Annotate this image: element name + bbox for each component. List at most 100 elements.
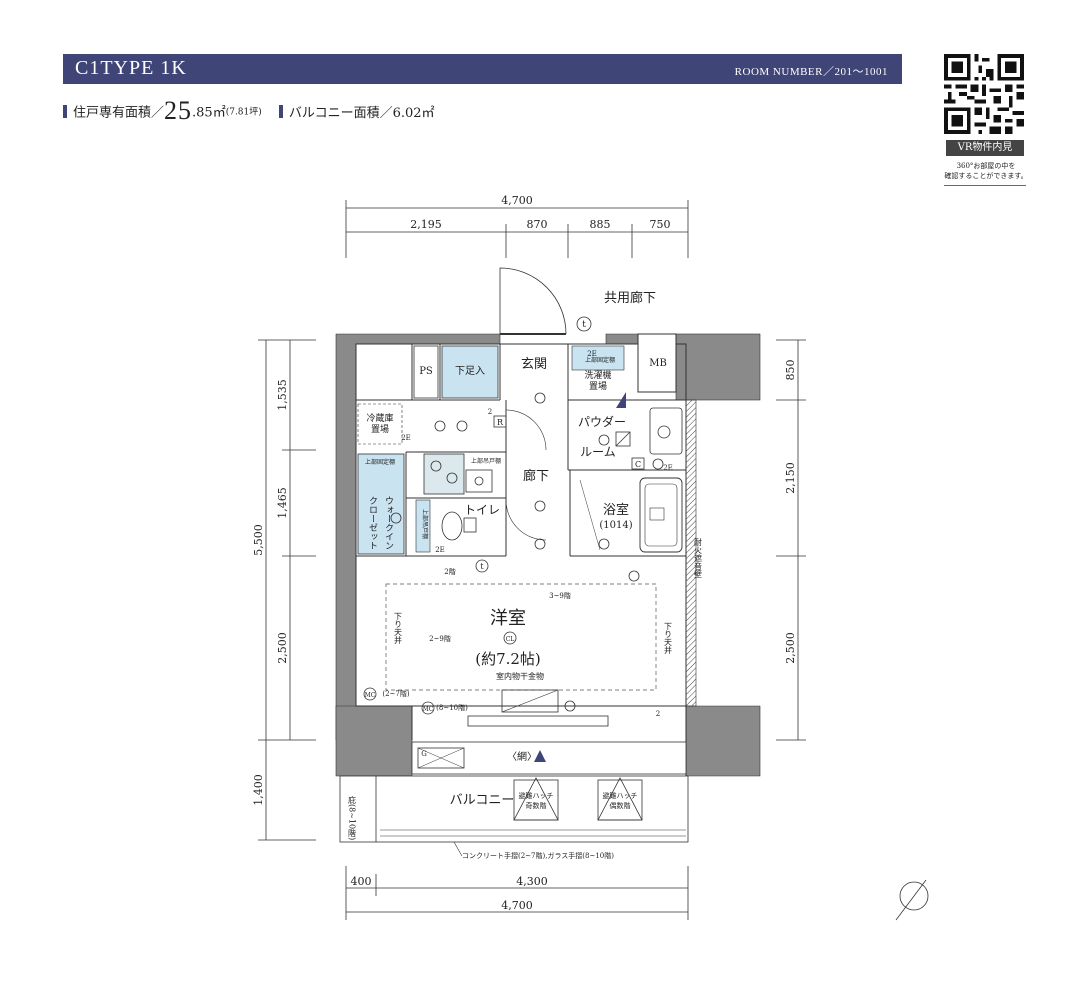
stove-burner-icon [446, 472, 458, 484]
thermostat-icon [475, 559, 489, 573]
private-area-tsubo: (7.81坪) [225, 107, 262, 118]
c-symbol-box [631, 457, 645, 470]
washer-label-1: 洗濯機 [584, 369, 611, 381]
g-symbol: G [421, 750, 427, 758]
fridge-area [357, 403, 403, 445]
entrance-label: 玄関 [521, 357, 547, 372]
e2-symbol-1: 2E [401, 434, 411, 442]
outlet-symbols [390, 392, 664, 712]
washer-shelf-box [571, 345, 625, 371]
thermostat-icon [576, 316, 592, 332]
floor-2-label: 2階 [444, 567, 455, 576]
two-symbol-2: 2 [656, 710, 660, 718]
fridge-label-2: 置場 [371, 423, 389, 435]
toilet-cabinet-box [415, 499, 431, 553]
dim-bottom-total: 4,700 [501, 899, 533, 912]
bullet-marker [63, 104, 67, 118]
interior-walls [355, 343, 687, 776]
window-sash-line [501, 689, 559, 713]
shoe-storage-label: 下足入 [455, 365, 485, 377]
dim-bottom-seg-1: 400 [351, 875, 372, 888]
dim-right-seg-1: 850 [784, 360, 797, 381]
escape-odd-label-2: 奇数階 [526, 801, 547, 810]
bath-controls-icon [649, 507, 665, 521]
bottom-dimensions [345, 866, 689, 920]
qr-code-icon[interactable] [944, 54, 1024, 134]
mirror-box [615, 431, 631, 447]
dim-right-seg-3: 2,500 [784, 632, 797, 664]
vr-caption-line1: 360°お部屋の中を [956, 162, 1016, 170]
vanity-sink [649, 407, 683, 455]
dim-left-total: 5,500 [252, 524, 265, 556]
window-sash-box [501, 689, 559, 713]
t-symbol-corridor: t [582, 320, 586, 330]
two-symbol-1: 2 [488, 408, 492, 416]
dim-top-seg-3: 885 [590, 218, 611, 231]
bathtub-inner [644, 483, 678, 547]
type-banner: C1TYPE 1K ROOM NUMBER／201～1001 [63, 54, 902, 84]
balcony-slab [411, 741, 687, 775]
dim-top-total: 4,700 [501, 194, 533, 207]
mb-box [637, 333, 677, 393]
vanity-drain-icon [657, 425, 671, 439]
vr-caption-line2: 確認することができます。 [944, 172, 1028, 180]
floor-3-9-label: 3~9階 [549, 591, 571, 600]
bullet-marker [278, 104, 283, 118]
right-dimensions [776, 339, 806, 741]
mc-icon-1 [363, 687, 377, 701]
private-area-decimal: .85㎡ [192, 105, 226, 121]
private-area-label: 住戸専有面積／ [73, 105, 165, 121]
sink-drain-icon [474, 476, 484, 486]
washer-label-2: 置場 [589, 380, 607, 392]
dim-top-seg-2: 870 [527, 218, 548, 231]
r-symbol: R [497, 418, 504, 427]
mc-symbol-1: MC [365, 692, 376, 699]
cl-symbol: CL [506, 636, 515, 643]
e2-symbol-2: 2E [663, 464, 673, 472]
dim-left-seg-2: 1,465 [276, 487, 289, 519]
unit-type-label: C1TYPE 1K [75, 57, 187, 79]
powder-label-2: ルーム [580, 445, 616, 459]
fire-wall-label: 耐火遮音壁 [694, 537, 703, 578]
mc-symbol-2: MC [423, 706, 434, 713]
top-dimensions [345, 200, 689, 258]
sink-box [465, 469, 493, 493]
wic-label-2: クローゼット [367, 496, 378, 550]
ceiling-left-label: 下り天井 [394, 612, 403, 645]
hall-door-swing [505, 409, 547, 451]
vr-caption: 360°お部屋の中を 確認することができます。 [936, 161, 1036, 181]
net-label: 〈網〉 [507, 750, 537, 763]
toilet-bowl-icon [441, 511, 463, 541]
wic-label-1: ウォークイン [383, 496, 394, 550]
powder-label-1: パウダー [578, 414, 626, 429]
vr-tour-button[interactable]: VR物件内見 [946, 140, 1024, 156]
balcony-area-label: バルコニー面積／6.02㎡ [288, 105, 435, 121]
toilet-cabinet-label: 上部吊戸棚 [421, 509, 429, 539]
toilet-label: トイレ [464, 503, 500, 517]
escape-even-label-1: 避難ハッチ [603, 791, 638, 800]
dim-top-seg-1: 2,195 [410, 218, 442, 231]
floor-2-9-label: 2~9階 [429, 634, 451, 643]
wic-shelf-label: 上部固定棚 [365, 458, 395, 466]
clothes-hanger-label: 室内物干金物 [496, 671, 544, 681]
ps-label: PS [419, 366, 433, 377]
hallway-label: 廊下 [523, 468, 549, 484]
railing-note: コンクリート手摺(2~7階),ガラス手摺(8~10階) [462, 851, 614, 860]
closet-light-icon [503, 631, 517, 645]
stove-burner-icon [430, 460, 442, 472]
r-symbol-box [493, 415, 507, 428]
bath-size-label: (1014) [599, 520, 632, 531]
private-area-value: 25 [164, 96, 193, 125]
balcony-label: バルコニー [450, 793, 515, 808]
room-number-label: ROOM NUMBER／201～1001 [734, 66, 888, 78]
escape-even-label-2: 偶数階 [610, 801, 631, 810]
area-info: 住戸専有面積／25.85㎡(7.81坪) バルコニー面積／6.02㎡ [63, 96, 435, 132]
kitchen-cabinet-label: 上部吊戸棚 [471, 457, 501, 465]
mc-floor-label-1: (2~7階) [382, 689, 410, 698]
western-room-label: 洋室 [490, 608, 526, 629]
common-corridor-label: 共用廊下 [604, 290, 656, 306]
north-arrow-icon [895, 879, 929, 921]
dim-left-seg-3: 2,500 [276, 632, 289, 664]
net-triangle-icon [534, 750, 546, 762]
